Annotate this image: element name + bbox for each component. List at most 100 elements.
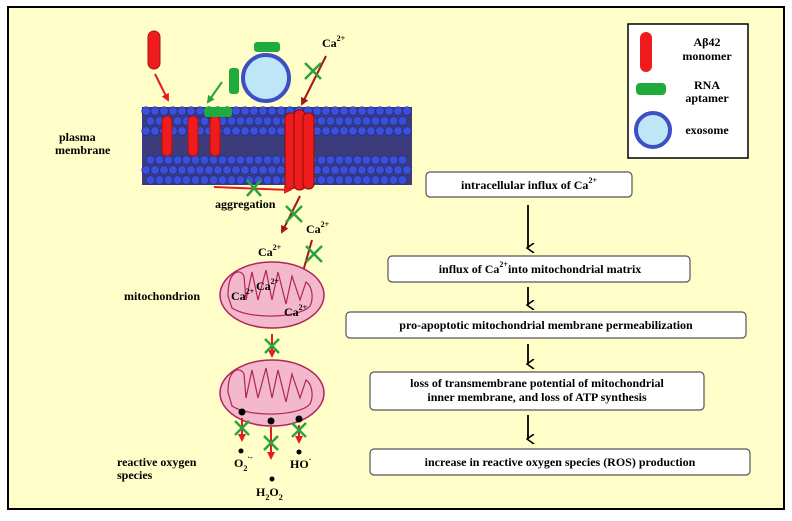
plasma-membrane-label-2: membrane bbox=[55, 143, 111, 157]
lipid-head bbox=[271, 155, 282, 165]
lipid-head bbox=[276, 165, 286, 175]
ca-label-left: Ca2+ bbox=[258, 243, 282, 259]
flow-step-1: intracellular influx of Ca2+ bbox=[425, 171, 633, 198]
flow-step-5-text: increase in reactive oxygen species (ROS… bbox=[425, 455, 696, 469]
ca-label-right: Ca2+ bbox=[306, 220, 330, 236]
exosome bbox=[241, 53, 291, 103]
lipid-head bbox=[154, 155, 165, 165]
lipid-head bbox=[352, 155, 363, 165]
lipid-head bbox=[231, 106, 241, 116]
lipid-head bbox=[379, 175, 390, 185]
lipid-head bbox=[325, 175, 336, 185]
lipid-head bbox=[352, 175, 363, 185]
legend-aptamer-icon bbox=[636, 83, 666, 95]
lipid-head bbox=[150, 126, 160, 136]
lipid-head bbox=[141, 106, 151, 116]
lipid-head bbox=[366, 165, 376, 175]
lipid-head bbox=[348, 106, 358, 116]
ca-label-top: Ca2+ bbox=[322, 34, 346, 50]
lipid-head bbox=[370, 155, 381, 165]
superoxide-label: O2·- bbox=[234, 453, 253, 473]
flow-step-4-line2: inner membrane, and loss of ATP synthesi… bbox=[427, 390, 647, 404]
lipid-head bbox=[321, 106, 331, 116]
lipid-head bbox=[249, 126, 259, 136]
lipid-head bbox=[312, 106, 322, 116]
block-cross bbox=[305, 245, 323, 263]
lipid-head bbox=[348, 165, 358, 175]
lipid-head bbox=[334, 116, 345, 126]
lipid-head bbox=[388, 175, 399, 185]
lipid-head bbox=[177, 126, 187, 136]
aggregation-label: aggregation bbox=[215, 197, 276, 211]
lipid-head bbox=[361, 116, 372, 126]
lipid-head bbox=[384, 106, 394, 116]
lipid-head bbox=[199, 116, 210, 126]
flow-step-4: loss of transmembrane potential of mitoc… bbox=[369, 371, 705, 411]
lipid-head bbox=[168, 106, 178, 116]
ros-dot bbox=[238, 408, 246, 416]
lipid-head bbox=[321, 126, 331, 136]
lipid-head bbox=[195, 165, 205, 175]
flow-step-3: pro-apoptotic mitochondrial membrane per… bbox=[345, 311, 747, 339]
legend-abeta-icon bbox=[640, 32, 652, 72]
lipid-head bbox=[267, 165, 277, 175]
lipid-head bbox=[343, 155, 354, 165]
lipid-head bbox=[388, 116, 399, 126]
lipid-head bbox=[375, 126, 385, 136]
lipid-head bbox=[384, 165, 394, 175]
lipid-head bbox=[226, 116, 237, 126]
lipid-head bbox=[325, 155, 336, 165]
lipid-head bbox=[217, 175, 228, 185]
plasma-membrane-label: plasma bbox=[59, 130, 96, 144]
radical-dot bbox=[238, 448, 244, 454]
lipid-head bbox=[249, 106, 259, 116]
lipid-head bbox=[141, 165, 151, 175]
lipid-head bbox=[262, 116, 273, 126]
abeta-pore bbox=[284, 109, 315, 191]
ros-dot bbox=[295, 415, 303, 423]
legend-exosome-label: exosome bbox=[685, 123, 729, 137]
lipid-head bbox=[343, 116, 354, 126]
aptamer bbox=[229, 68, 239, 94]
lipid-head bbox=[267, 126, 277, 136]
lipid-head bbox=[402, 106, 412, 116]
legend-abeta-label-2: monomer bbox=[682, 49, 732, 63]
lipid-head bbox=[159, 165, 169, 175]
lipid-head bbox=[334, 175, 345, 185]
aptamer bbox=[254, 42, 280, 52]
hydroxyl-label: HO· bbox=[290, 455, 311, 471]
lipid-head bbox=[240, 126, 250, 136]
abeta-in-membrane bbox=[161, 107, 232, 157]
ros-label-2: species bbox=[117, 468, 153, 482]
lipid-head bbox=[271, 116, 282, 126]
lipid-head bbox=[172, 116, 183, 126]
lipid-head bbox=[258, 126, 268, 136]
lipid-head bbox=[361, 155, 372, 165]
lipid-head bbox=[226, 155, 237, 165]
abeta-monomer bbox=[147, 30, 161, 70]
legend-aptamer-label-2: aptamer bbox=[685, 91, 729, 105]
lipid-head bbox=[244, 155, 255, 165]
lipid-head bbox=[190, 155, 201, 165]
arrow-abeta-to-membrane bbox=[154, 73, 169, 102]
lipid-head bbox=[235, 116, 246, 126]
legend-abeta-label: Aβ42 bbox=[694, 35, 721, 49]
lipid-head bbox=[357, 165, 367, 175]
lipid-head bbox=[195, 106, 205, 116]
block-cross bbox=[264, 338, 280, 354]
lipid-head bbox=[357, 106, 367, 116]
mitochondrion-lower bbox=[219, 359, 325, 427]
lipid-head bbox=[262, 175, 273, 185]
flow-step-2: influx of Ca2+into mitochondrial matrix bbox=[387, 255, 691, 283]
lipid-head bbox=[208, 155, 219, 165]
lipid-head bbox=[393, 126, 403, 136]
lipid-head bbox=[357, 126, 367, 136]
flow-step-5: increase in reactive oxygen species (ROS… bbox=[369, 448, 751, 476]
lipid-head bbox=[199, 155, 210, 165]
lipid-head bbox=[348, 126, 358, 136]
lipid-head bbox=[384, 126, 394, 136]
block-cross bbox=[263, 435, 279, 451]
lipid-head bbox=[366, 126, 376, 136]
lipid-head bbox=[375, 165, 385, 175]
lipid-head bbox=[339, 126, 349, 136]
